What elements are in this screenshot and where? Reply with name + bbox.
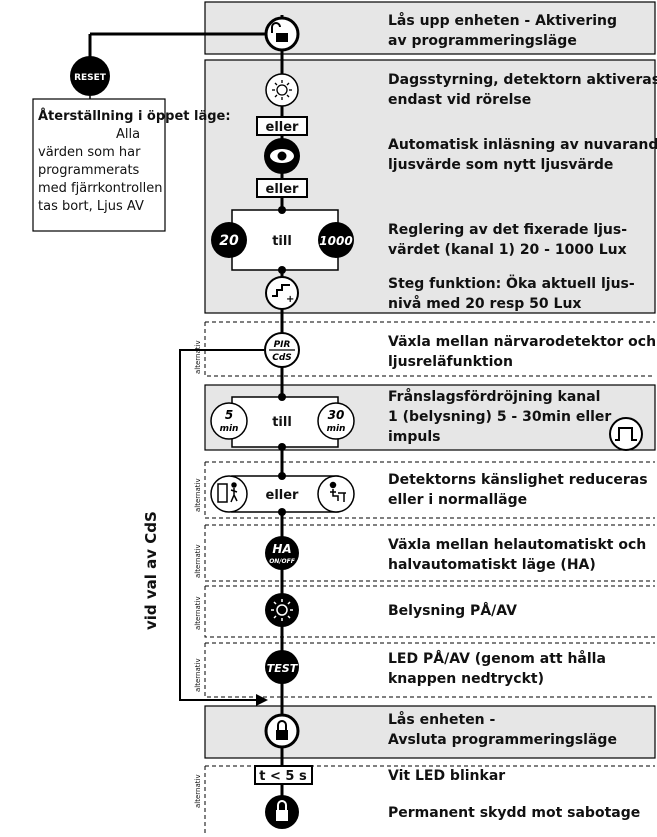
auto-read-text-1: Automatisk inläsning av nuvarande [388, 137, 657, 153]
pir-text-2: ljusreläfunktion [388, 354, 513, 370]
unlock-text-2: av programmeringsläge [388, 33, 577, 49]
alternative-sections [204, 321, 655, 835]
sensitivity-text-1: Detektorns känslighet reduceras [388, 472, 648, 488]
pir-label: PIR [274, 340, 291, 350]
ha-text-1: Växla mellan helautomatiskt och [388, 537, 646, 553]
unlock-button[interactable] [264, 16, 300, 52]
lock-button[interactable] [264, 713, 300, 749]
sensitivity-text-2: eller i normalläge [388, 492, 527, 508]
svg-text:ON/OFF: ON/OFF [269, 558, 296, 565]
or-box-2 [256, 178, 308, 198]
alternativ-labels: alternativ alternativ alternativ alterna… [194, 340, 202, 808]
delay-till-label: till [272, 415, 292, 430]
delay-text-2: 1 (belysning) 5 - 30min eller [388, 409, 611, 425]
reset-line-c: programmerats [38, 163, 140, 178]
lux-till-label: till [272, 234, 292, 249]
tamper-button[interactable] [265, 795, 299, 829]
svg-text:min: min [327, 424, 346, 434]
day-control-text-1: Dagsstyrning, detektorn aktiveras [388, 72, 657, 88]
svg-text:alternativ: alternativ [194, 478, 202, 512]
svg-text:alternativ: alternativ [194, 544, 202, 578]
led-text-2: knappen nedtryckt) [388, 671, 544, 687]
svg-text:eller: eller [266, 182, 300, 197]
impulse-button[interactable] [609, 417, 643, 451]
person-walking-icon [217, 482, 238, 503]
reset-line-e: tas bort, Ljus AV [38, 199, 144, 214]
svg-text:alternativ: alternativ [194, 774, 202, 808]
time-label: t < 5 s [259, 769, 307, 784]
step-text-1: Steg funktion: Öka aktuell ljus- [388, 274, 635, 292]
svg-text:20: 20 [219, 233, 239, 249]
reset-button[interactable]: RESET [70, 56, 110, 96]
ha-button[interactable]: HA ON/OFF [265, 536, 299, 570]
svg-text:30: 30 [328, 408, 345, 422]
lux-text-2: värdet (kanal 1) 20 - 1000 Lux [388, 242, 627, 258]
step-plus-icon: + [272, 284, 294, 305]
sensitivity-reduced-button[interactable] [210, 475, 248, 513]
or-box-1 [256, 116, 308, 136]
day-control-button[interactable] [265, 73, 299, 107]
tamper-lock-icon [276, 800, 288, 821]
cds-label: CdS [272, 353, 292, 363]
svg-text:+: + [286, 294, 294, 305]
reset-line-a: Alla [116, 127, 140, 142]
pir-cds-button[interactable]: PIR CdS [264, 332, 300, 368]
tamper-text: Permanent skydd mot sabotage [388, 805, 640, 821]
step-function-button[interactable]: + [265, 276, 299, 310]
svg-text:alternativ: alternativ [194, 596, 202, 630]
delay-high-button[interactable]: 30 min [317, 402, 355, 440]
svg-text:alternativ: alternativ [194, 340, 202, 374]
lock-icon [276, 720, 288, 740]
lock-text-1: Lås enheten - [388, 711, 496, 728]
eye-icon [270, 149, 294, 163]
sensitivity-normal-button[interactable] [317, 475, 355, 513]
svg-text:TEST: TEST [267, 662, 299, 675]
step-text-2: nivå med 20 resp 50 Lux [388, 295, 581, 312]
reset-line-d: med fjärrkontrollen [38, 181, 163, 196]
cds-bypass-connector [179, 349, 268, 706]
reset-info-box [32, 98, 166, 232]
delay-low-button[interactable]: 5 min [210, 402, 248, 440]
test-button[interactable]: TEST [265, 650, 299, 684]
cds-side-label: vid val av CdS [142, 511, 160, 630]
sensitivity-or-label: eller [266, 488, 300, 503]
auto-read-text-2: ljusvärde som nytt ljusvärde [388, 157, 613, 173]
svg-text:5: 5 [225, 408, 233, 422]
svg-text:min: min [220, 424, 239, 434]
sun-icon [272, 80, 292, 100]
light-text: Belysning PÅ/AV [388, 602, 517, 619]
delay-text-1: Frånslagsfördröjning kanal [388, 388, 600, 405]
pir-text-1: Växla mellan närvarodetektor och [388, 334, 656, 350]
svg-text:HA: HA [272, 542, 291, 556]
lock-text-2: Avsluta programmeringsläge [388, 732, 617, 748]
reset-bold-text: Återställning i öppet läge: [38, 108, 231, 124]
day-control-text-2: endast vid rörelse [388, 92, 531, 108]
lux-high-button[interactable]: 1000 [318, 222, 354, 258]
svg-text:alternativ: alternativ [194, 658, 202, 692]
blink-text: Vit LED blinkar [388, 768, 505, 784]
led-text-1: LED PÅ/AV (genom att hålla [388, 650, 606, 667]
reset-line-b: värden som har [38, 145, 141, 160]
time-box [254, 765, 313, 785]
person-desk-icon [329, 481, 346, 502]
light-button[interactable] [265, 593, 299, 627]
svg-text:eller: eller [266, 120, 300, 135]
delay-text-3: impuls [388, 429, 441, 445]
light-bulb-icon [271, 599, 293, 621]
unlock-icon [276, 33, 288, 42]
svg-text:1000: 1000 [319, 234, 352, 248]
pulse-icon [615, 427, 637, 441]
svg-text:RESET: RESET [74, 73, 107, 83]
lux-low-button[interactable]: 20 [211, 222, 247, 258]
unlock-text-1: Lås upp enheten - Aktivering [388, 12, 617, 29]
auto-read-button[interactable] [264, 138, 300, 174]
lux-text-1: Reglering av det fixerade ljus- [388, 222, 627, 238]
ha-text-2: halvautomatiskt läge (HA) [388, 557, 596, 573]
